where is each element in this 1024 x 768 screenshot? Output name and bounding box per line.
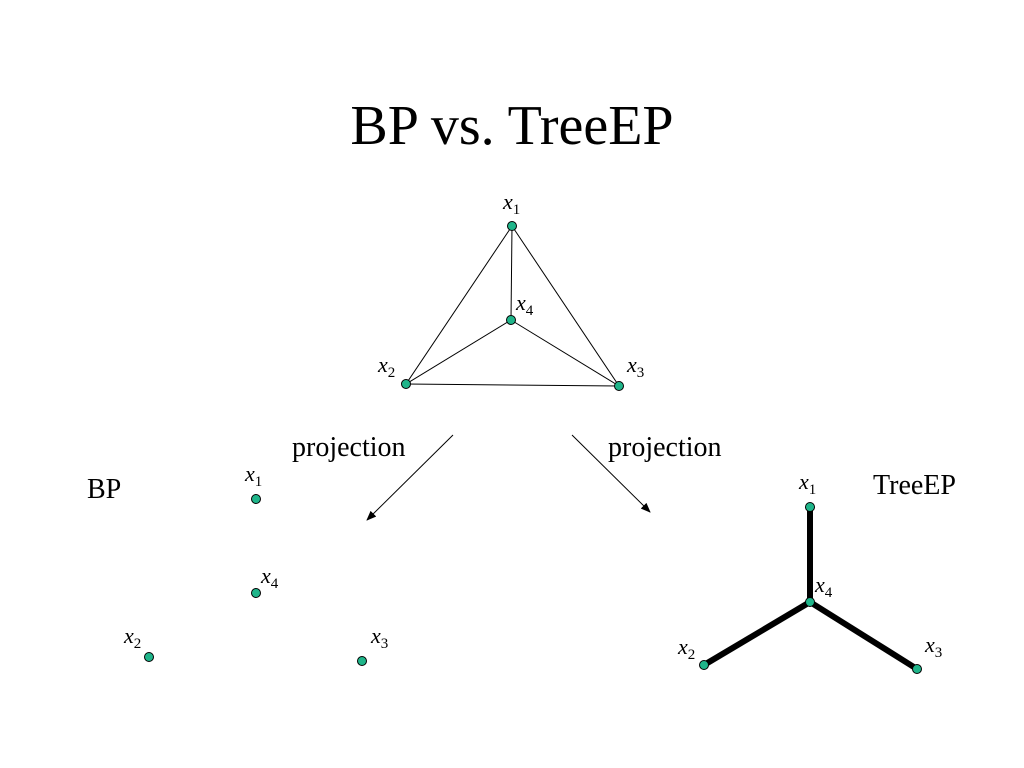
var-base: x [502,189,513,214]
var-sub: 1 [809,482,817,498]
tree-label-x3: x3 [924,632,942,661]
tree-node-x1 [805,502,815,512]
tree-label-x4: x4 [814,572,833,601]
tree-node-x3 [912,664,922,674]
bp-label: BP [87,474,121,505]
var-sub: 4 [825,585,833,601]
edge-x4-x3 [510,319,620,387]
label-x3: x3 [626,352,644,381]
label-x2: x2 [377,352,395,381]
var-sub: 1 [513,202,521,218]
var-sub: 4 [271,576,279,592]
tree-edge-x4-x2 [702,599,812,668]
left-projection-arrow [366,434,454,521]
var-base: x [798,469,809,494]
edge-x1-x2 [405,225,513,385]
right-projection-label: projection [608,432,722,463]
slide-title: BP vs. TreeEP [350,95,674,157]
node-x1 [507,221,517,231]
bp-node-x4 [251,588,261,598]
var-sub: 3 [935,645,943,661]
bp-label-x2: x2 [123,623,141,652]
edge-x1-x4 [510,225,513,321]
var-base: x [814,572,825,597]
bp-node-x2 [144,652,154,662]
var-sub: 2 [688,647,696,663]
full-graph: x1 x4 x2 x3 [377,189,644,391]
treeep-graph: TreeEP x1 x4 x2 x3 [677,469,956,674]
right-projection-arrow [571,434,651,513]
node-x3 [614,381,624,391]
var-base: x [377,352,388,377]
edge-x4-x2 [405,319,512,385]
bp-node-x1 [251,494,261,504]
var-base: x [924,632,935,657]
tree-edge-x4-x3 [808,599,919,672]
var-base: x [677,634,688,659]
var-base: x [370,623,381,648]
var-base: x [123,623,134,648]
label-x1: x1 [502,189,520,218]
tree-label-x1: x1 [798,469,816,498]
tree-node-x2 [699,660,709,670]
edge-x1-x3 [511,225,620,387]
tree-node-x4 [805,597,815,607]
bp-label-x3: x3 [370,623,388,652]
node-x2 [401,379,411,389]
var-sub: 1 [255,474,263,490]
left-projection-label: projection [292,432,406,463]
bp-graph: BP x1 x4 x2 x3 [87,461,388,666]
var-sub: 3 [381,636,389,652]
tree-label-x2: x2 [677,634,695,663]
bp-label-x1: x1 [244,461,262,490]
projection-arrows: projection projection [292,432,722,521]
bp-node-x3 [357,656,367,666]
treeep-label: TreeEP [873,470,956,501]
var-sub: 2 [134,636,142,652]
edge-x2-x3 [405,383,620,387]
var-sub: 3 [637,365,645,381]
var-base: x [244,461,255,486]
bp-label-x4: x4 [260,563,279,592]
var-base: x [515,290,526,315]
node-x4 [506,315,516,325]
var-base: x [260,563,271,588]
var-sub: 2 [388,365,396,381]
label-x4: x4 [515,290,534,319]
var-base: x [626,352,637,377]
var-sub: 4 [526,303,534,319]
